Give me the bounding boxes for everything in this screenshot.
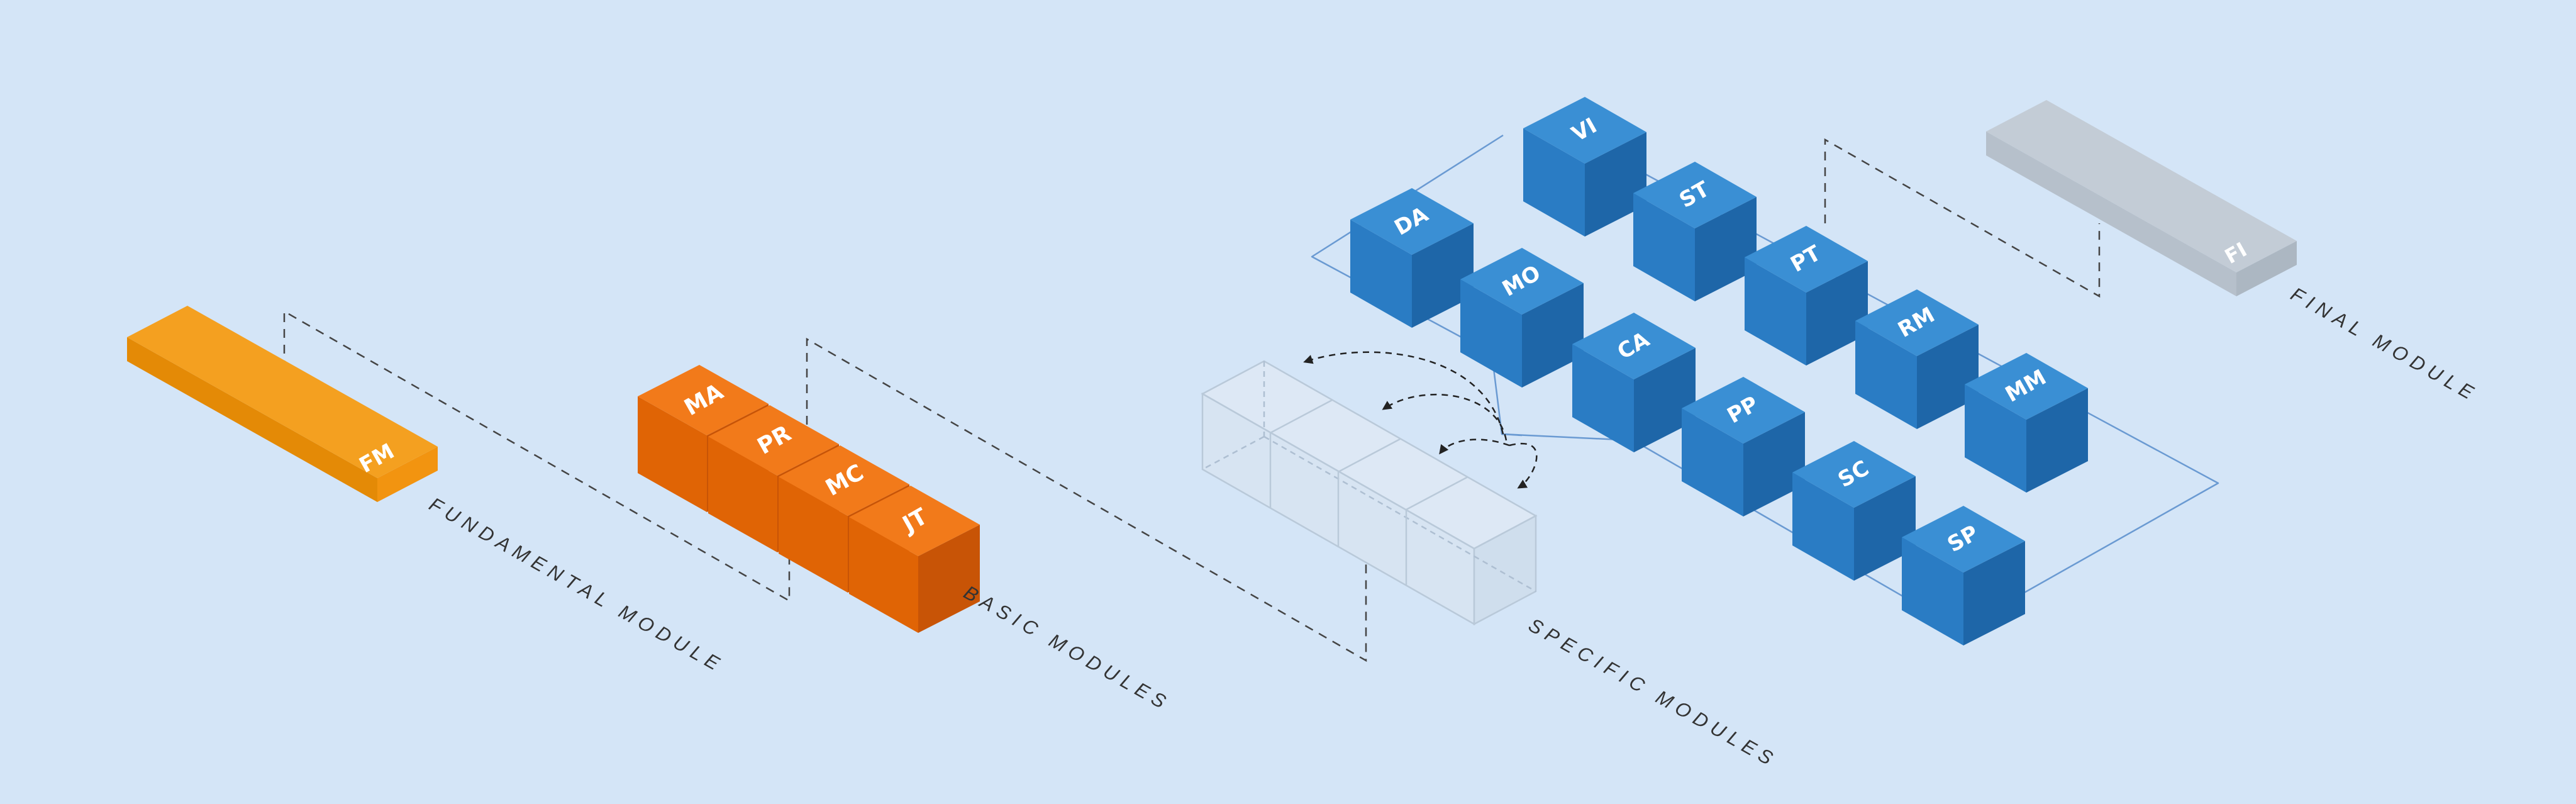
module-pt-left-face bbox=[1745, 257, 1806, 366]
module-vi-right-face bbox=[1585, 132, 1646, 237]
module-pp-right-face bbox=[1743, 412, 1805, 516]
module-sp: SP bbox=[1902, 506, 2025, 645]
module-rm: RM bbox=[1855, 289, 1979, 429]
module-pt: PT bbox=[1745, 226, 1868, 366]
module-sc-right-face bbox=[1854, 476, 1916, 581]
module-fi-left-face bbox=[1986, 131, 2236, 296]
module-da-right-face bbox=[1412, 223, 1474, 328]
module-mm-left-face bbox=[1965, 384, 2026, 493]
module-ca: CA bbox=[1572, 313, 1696, 452]
module-mo-right-face bbox=[1522, 283, 1584, 388]
module-da-left-face bbox=[1350, 220, 1412, 328]
module-ca-left-face bbox=[1572, 344, 1634, 452]
guide-fundamental bbox=[283, 310, 791, 603]
module-fi-top-face bbox=[1986, 100, 2297, 272]
module-jt-left-face bbox=[849, 517, 918, 633]
module-mm: MM bbox=[1965, 353, 2088, 493]
module-mo-top-face bbox=[1460, 248, 1584, 315]
module-fi: FI bbox=[1986, 100, 2297, 296]
swap-arrows bbox=[1303, 351, 1538, 489]
module-fm-left-face bbox=[127, 337, 377, 502]
module-vi: VI bbox=[1523, 97, 1646, 237]
module-mo: MO bbox=[1460, 248, 1584, 388]
module-sc: SC bbox=[1792, 441, 1916, 581]
module-sp-top-face bbox=[1902, 506, 2025, 572]
module-ma-left-face bbox=[638, 396, 707, 512]
module-mc-top-face bbox=[779, 445, 909, 516]
module-rm-left-face bbox=[1855, 321, 1917, 429]
module-mm-top-face bbox=[1965, 353, 2088, 420]
arrow-2 bbox=[1382, 393, 1507, 441]
module-jt: JT bbox=[849, 486, 980, 633]
module-pr-top-face bbox=[708, 405, 839, 476]
module-mm-right-face bbox=[2026, 388, 2088, 493]
module-ma-top-face bbox=[638, 365, 769, 435]
module-da-top-face bbox=[1350, 188, 1474, 255]
module-vi-left-face bbox=[1523, 128, 1585, 237]
module-pp-top-face bbox=[1682, 377, 1805, 444]
module-st-left-face bbox=[1633, 193, 1695, 301]
placeholder-boxes bbox=[1201, 360, 1538, 626]
arrow-1 bbox=[1303, 351, 1504, 435]
module-jt-right-face bbox=[918, 525, 980, 633]
module-jt-top-face bbox=[849, 486, 980, 556]
module-pt-right-face bbox=[1806, 261, 1868, 366]
module-pp-left-face bbox=[1682, 408, 1743, 516]
module-st-top-face bbox=[1633, 162, 1757, 228]
module-fi-right-face bbox=[2236, 241, 2297, 296]
module-rm-top-face bbox=[1855, 289, 1979, 356]
module-pp: PP bbox=[1682, 377, 1805, 516]
module-sp-left-face bbox=[1902, 537, 1963, 645]
module-rm-right-face bbox=[1917, 325, 1979, 429]
module-mc-left-face bbox=[779, 477, 848, 593]
module-fm-top-face bbox=[127, 306, 438, 478]
module-ca-right-face bbox=[1634, 348, 1696, 452]
module-fm: FM bbox=[127, 306, 438, 502]
guide-lines bbox=[283, 138, 2101, 662]
module-sc-top-face bbox=[1792, 441, 1916, 508]
boundary-outline bbox=[1311, 134, 2219, 630]
module-pt-top-face bbox=[1745, 226, 1868, 293]
module-vi-top-face bbox=[1523, 97, 1646, 164]
module-da: DA bbox=[1350, 188, 1474, 328]
module-mo-left-face bbox=[1460, 279, 1522, 388]
module-sc-left-face bbox=[1792, 472, 1854, 581]
module-pr-left-face bbox=[708, 437, 777, 552]
guide-final bbox=[1824, 138, 2101, 298]
module-ca-top-face bbox=[1572, 313, 1696, 379]
module-st-right-face bbox=[1695, 197, 1757, 301]
module-fm-right-face bbox=[377, 447, 438, 502]
module-sp-right-face bbox=[1963, 541, 2025, 645]
guide-basic bbox=[806, 337, 1367, 662]
module-st: ST bbox=[1633, 162, 1757, 301]
arrow-3 bbox=[1509, 443, 1538, 489]
